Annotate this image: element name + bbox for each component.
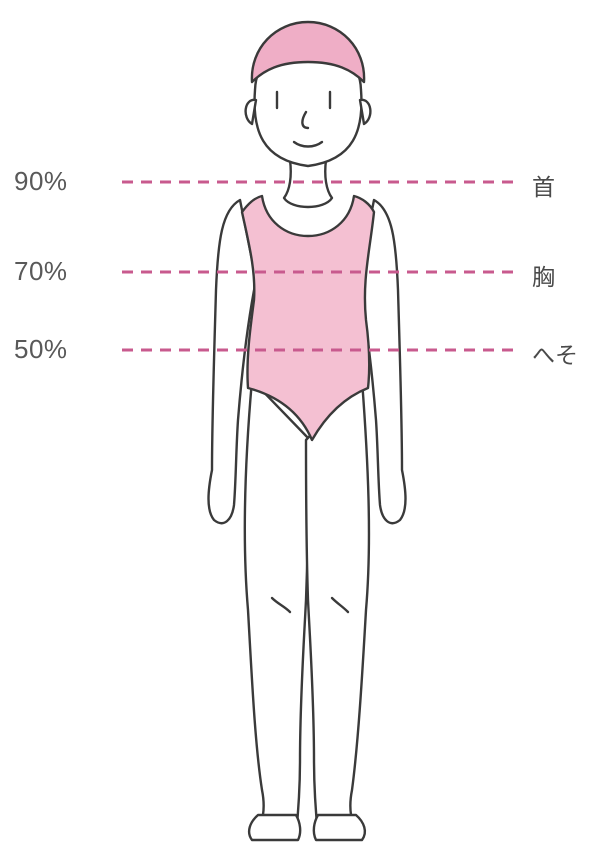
legs bbox=[245, 380, 369, 835]
label-percent-90: 90% bbox=[14, 166, 68, 197]
label-percent-70: 70% bbox=[14, 256, 68, 287]
label-navel: へそ bbox=[532, 336, 578, 370]
label-chest: 胸 bbox=[532, 258, 555, 292]
label-percent-50: 50% bbox=[14, 334, 68, 365]
feet bbox=[249, 815, 365, 840]
label-neck: 首 bbox=[532, 168, 555, 202]
